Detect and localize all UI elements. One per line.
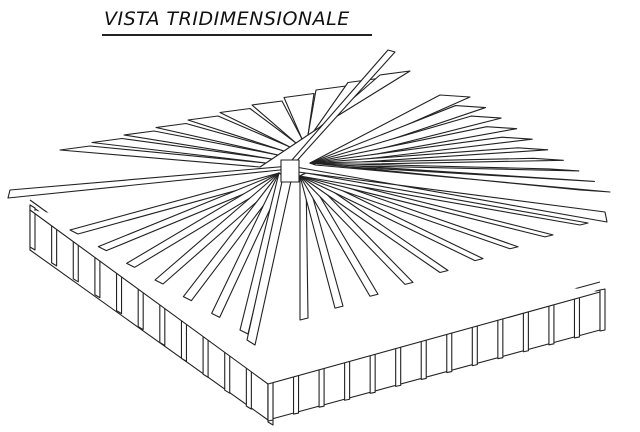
wall-stud xyxy=(318,364,325,408)
wall-stud xyxy=(267,378,274,422)
wall-stud xyxy=(548,302,555,346)
wall-stud xyxy=(446,329,453,374)
wall-frame xyxy=(29,199,606,426)
wall-stud xyxy=(369,350,376,394)
wall-stud xyxy=(497,316,504,360)
top-plate-lower xyxy=(29,209,601,385)
rafter xyxy=(309,162,611,193)
wall-stud xyxy=(599,288,606,332)
wall-stud xyxy=(420,336,427,381)
drawing-title: VISTA TRIDIMENSIONALE xyxy=(104,8,350,30)
roof-rafters xyxy=(59,70,611,335)
king-post xyxy=(280,159,300,183)
wall-stud xyxy=(573,295,581,339)
wall-stud xyxy=(395,343,402,387)
central-king-post xyxy=(280,159,300,183)
wall-stud xyxy=(292,371,300,415)
wall-stud xyxy=(471,323,478,367)
wall-stud xyxy=(522,309,529,353)
title-underline xyxy=(102,34,372,36)
hip-beams xyxy=(7,49,608,346)
wall-stud xyxy=(29,204,36,251)
wall-stud xyxy=(344,357,351,401)
